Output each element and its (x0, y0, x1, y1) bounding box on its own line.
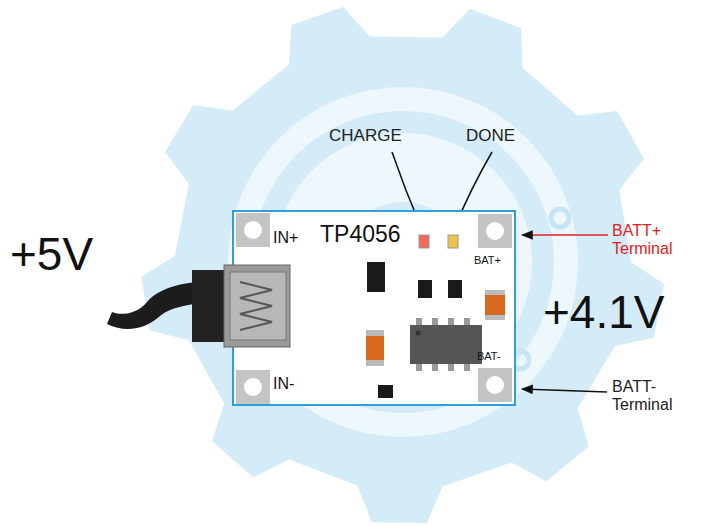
chip-name: TP4056 (320, 222, 401, 247)
terminal-pad (236, 370, 270, 404)
pin-name: BAT+ (474, 254, 501, 266)
resistor-symbol (378, 385, 393, 398)
capacitor-end (485, 290, 505, 295)
chip-pin (464, 318, 470, 326)
resistor-symbol (418, 280, 432, 298)
usb-connector-face (230, 272, 286, 340)
led-label: CHARGE (329, 126, 402, 146)
batt-minus-leader (522, 389, 607, 392)
input-voltage: +5V (10, 228, 93, 281)
chip-pin (432, 363, 438, 371)
terminal-pad (236, 213, 270, 247)
capacitor-end (366, 360, 384, 366)
capacitor (485, 290, 505, 320)
gear-outline (141, 7, 664, 523)
led-label: DONE (466, 126, 515, 146)
chip-pin (448, 318, 454, 326)
pin-name: IN+ (273, 229, 298, 247)
chip-pin (432, 318, 438, 326)
usb-connector (224, 265, 290, 347)
gear-ring (228, 87, 578, 437)
resistor-symbol (448, 280, 462, 298)
capacitor-end (366, 330, 384, 336)
terminal-hole (244, 378, 262, 396)
chip-pin (416, 363, 422, 371)
capacitor-end (485, 315, 505, 320)
terminal-pad (478, 368, 512, 402)
inductor (367, 262, 385, 292)
terminal-pad (478, 214, 512, 248)
chip-pin (416, 318, 422, 326)
trace-pad (551, 209, 569, 227)
output-voltage: +4.1V (543, 286, 665, 339)
tp4056-chip (410, 325, 482, 364)
charge-led (419, 235, 429, 248)
usb-plug-body (192, 270, 228, 342)
pin-name: BAT- (477, 350, 501, 362)
usb-connector-mark (240, 282, 272, 330)
batt-plus-leader (522, 234, 608, 236)
pin-name: IN- (273, 375, 294, 393)
circuit-board: IN+ TP4056BAT+ BAT- IN- (232, 210, 516, 406)
terminal-label: BATT+ Terminal (612, 222, 700, 259)
capacitor (366, 330, 384, 366)
chip-dot (416, 331, 421, 336)
chip-pin (464, 363, 470, 371)
chip-pin (448, 363, 454, 371)
terminal-hole (486, 376, 504, 394)
done-led (448, 235, 458, 248)
terminal-label: BATT- Terminal (612, 378, 700, 415)
terminal-hole (486, 222, 504, 240)
terminal-hole (244, 221, 262, 239)
